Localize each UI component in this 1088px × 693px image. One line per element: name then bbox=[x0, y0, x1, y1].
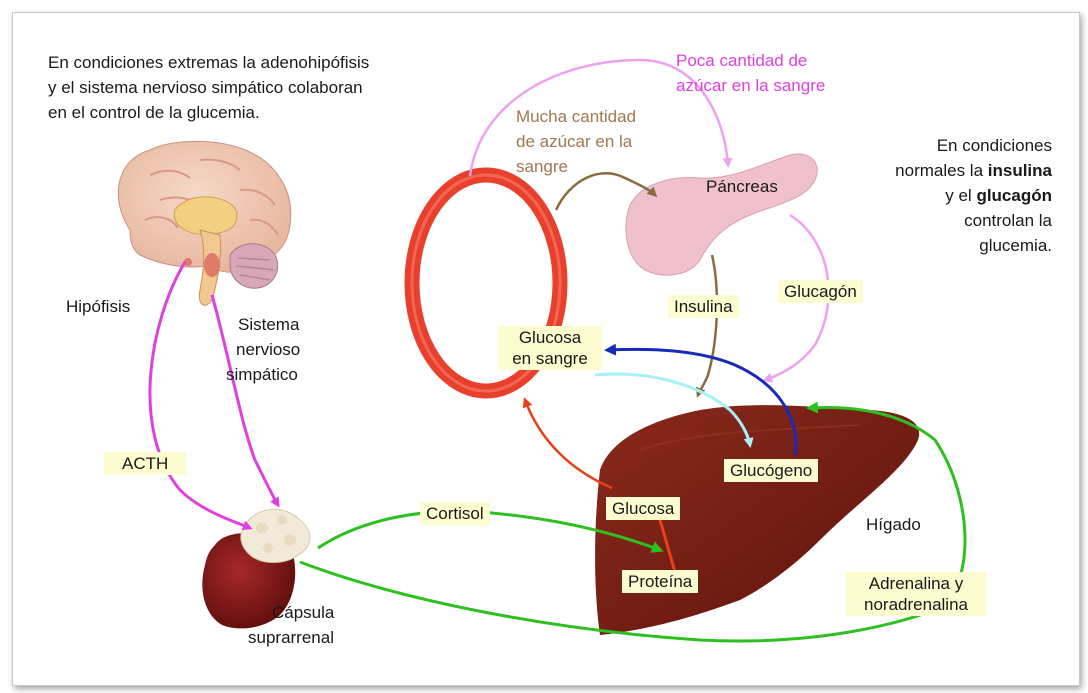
cortisol-label: Cortisol bbox=[420, 502, 490, 525]
blood-glucose-label-line-1: Glucosa bbox=[504, 327, 596, 348]
acth-label: ACTH bbox=[104, 452, 186, 475]
normal-line-5: glucemia. bbox=[979, 235, 1052, 257]
low-sugar-line-2: azúcar en la sangre bbox=[676, 75, 825, 97]
liver-glucose-label: Glucosa bbox=[606, 497, 680, 520]
insulin-label: Insulina bbox=[668, 295, 739, 318]
high-sugar-line-1: Mucha cantidad bbox=[516, 106, 636, 128]
high-sugar-line-3: sangre bbox=[516, 156, 568, 178]
liver-glucose-release-arrow bbox=[525, 400, 612, 488]
adrenal-label-1: Cápsula bbox=[272, 602, 334, 624]
pituitary-label: Hipófisis bbox=[66, 296, 130, 318]
normal-line-4: controlan la bbox=[964, 210, 1052, 232]
high-sugar-line-2: de azúcar en la bbox=[516, 131, 632, 153]
protein-label: Proteína bbox=[622, 570, 698, 593]
blood-glucose-label-line-2: en sangre bbox=[504, 348, 596, 369]
sympathetic-label-2: nervioso bbox=[236, 339, 300, 361]
normal-line-3: y el glucagón bbox=[945, 185, 1052, 207]
insulin-bold: insulina bbox=[988, 161, 1052, 180]
adrenaline-label-line-2: noradrenalina bbox=[852, 594, 980, 615]
pancreas-illustration bbox=[626, 154, 817, 275]
glycogen-label: Glucógeno bbox=[724, 459, 818, 482]
insulin-arrow bbox=[698, 255, 717, 395]
liver-label: Hígado bbox=[866, 514, 921, 536]
sympathetic-label-1: Sistema bbox=[238, 314, 299, 336]
intro-line-3: en el control de la glucemia. bbox=[48, 102, 260, 124]
glucagon-bold: glucagón bbox=[976, 186, 1052, 205]
blood-glucose-label: Glucosa en sangre bbox=[498, 326, 602, 370]
glucagon-label: Glucagón bbox=[778, 280, 863, 303]
low-sugar-line-1: Poca cantidad de bbox=[676, 50, 807, 72]
pancreas-label: Páncreas bbox=[706, 176, 778, 198]
normal-line-1: En condiciones bbox=[937, 135, 1052, 157]
normal-line-2: normales la insulina bbox=[895, 160, 1052, 182]
adrenaline-label-line-1: Adrenalina y bbox=[852, 573, 980, 594]
intro-line-1: En condiciones extremas la adenohipófisi… bbox=[48, 52, 369, 74]
brain-illustration bbox=[118, 141, 290, 305]
adrenaline-label: Adrenalina y noradrenalina bbox=[846, 572, 986, 616]
normal-line-3-text: y el bbox=[945, 186, 976, 205]
normal-line-2-text: normales la bbox=[895, 161, 988, 180]
intro-line-2: y el sistema nervioso simpático colabora… bbox=[48, 77, 363, 99]
sympathetic-label-3: simpático bbox=[226, 364, 298, 386]
adrenal-label-2: suprarrenal bbox=[248, 627, 334, 649]
